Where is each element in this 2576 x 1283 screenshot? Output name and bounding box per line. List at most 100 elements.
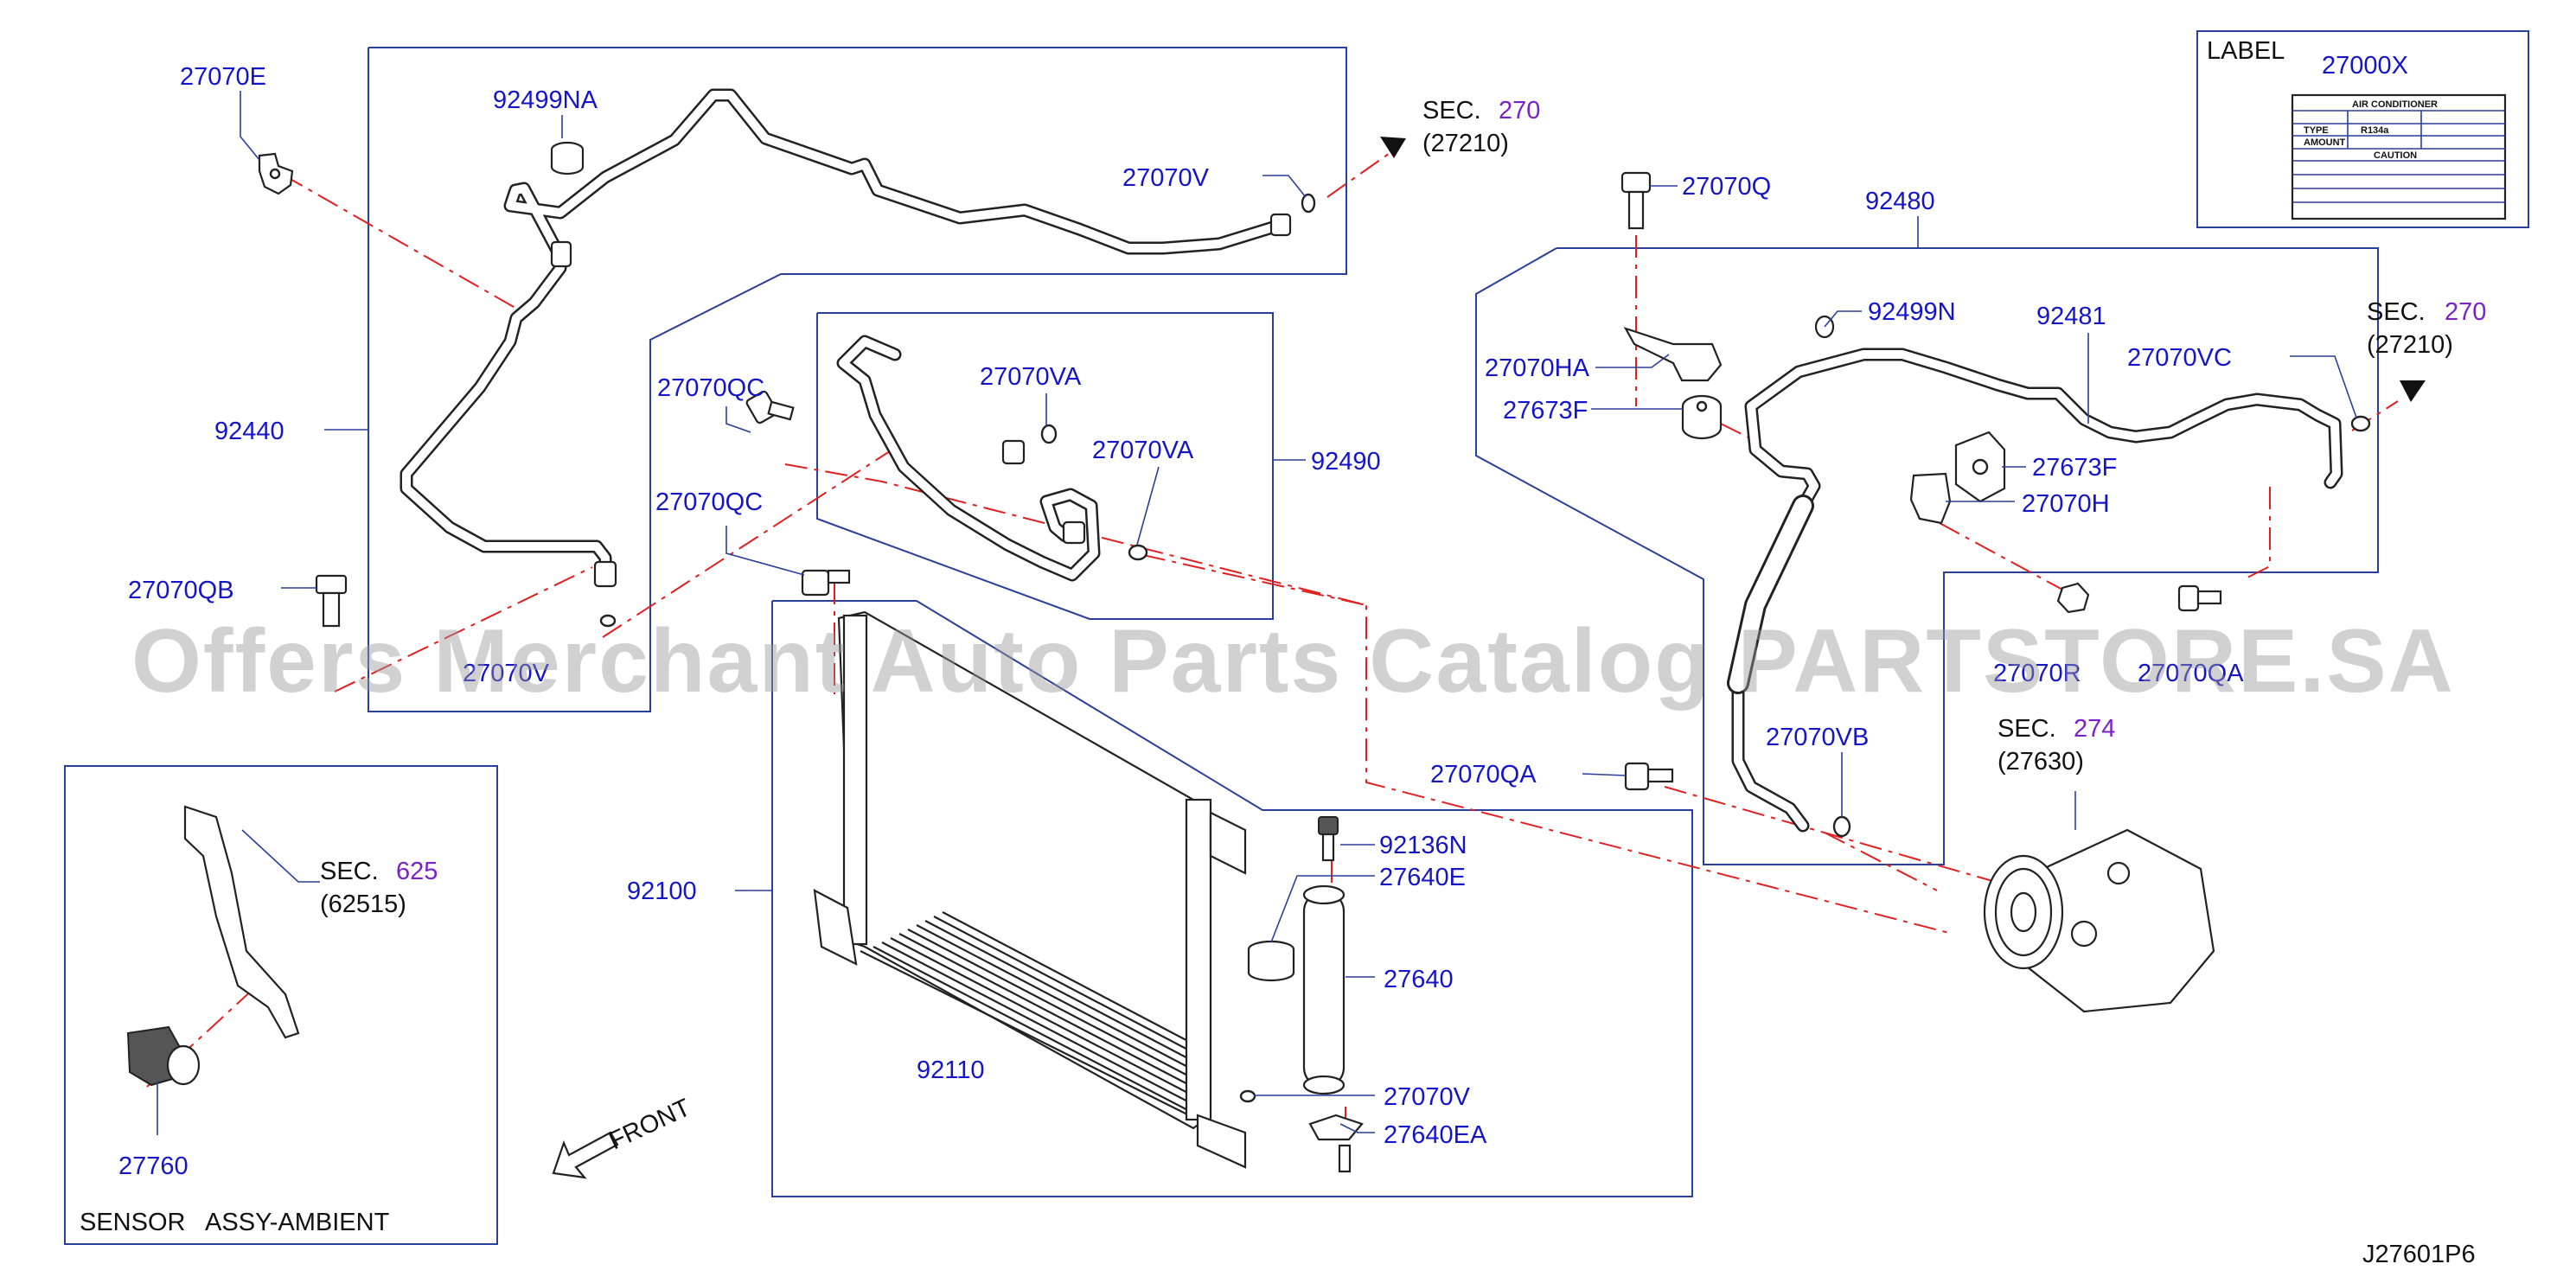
leader-line xyxy=(2290,355,2357,418)
part-label: 27070H xyxy=(2022,490,2110,518)
part-label: 92110 xyxy=(917,1056,985,1084)
part-label: 27673F xyxy=(1503,397,1588,424)
sticker-type: TYPE xyxy=(2304,125,2329,136)
part-label: 27070Q xyxy=(1682,173,1771,201)
part-label: 92481 xyxy=(2036,303,2106,330)
front-label: FRONT xyxy=(604,1094,694,1155)
guide-line xyxy=(1664,786,2011,887)
part-label: 27070QA xyxy=(1430,761,1537,788)
leader-line xyxy=(241,829,320,883)
part-label: 27070VB xyxy=(1766,724,1869,751)
sec-number: 270 xyxy=(1499,97,1540,124)
sticker-amount: AMOUNT xyxy=(2304,137,2346,148)
guide-line xyxy=(1326,150,1393,198)
cap-92499na xyxy=(550,141,585,176)
part-label: 92490 xyxy=(1311,448,1381,476)
bracket-27640ea xyxy=(1308,1114,1364,1173)
label-frame xyxy=(2196,30,2529,228)
part-label: 92480 xyxy=(1865,188,1935,215)
sec-number: 270 xyxy=(2445,298,2486,326)
sec-number: 625 xyxy=(396,858,438,885)
discharge-hose xyxy=(836,335,1101,582)
bolt-27070qc-2 xyxy=(801,569,851,597)
part-label: 92440 xyxy=(214,418,284,445)
ambient-sensor-27760 xyxy=(126,1025,201,1087)
leader-line xyxy=(240,91,260,161)
part-label: 27070VC xyxy=(2127,344,2232,372)
leader-line xyxy=(1262,175,1307,198)
guide-line xyxy=(2243,487,2271,580)
guide-line xyxy=(146,986,256,1088)
bolt-27070qa-right xyxy=(2177,584,2222,612)
sensor-bracket xyxy=(183,805,300,1039)
sec-ref: (62515) xyxy=(320,890,406,918)
discharge-hose-frame xyxy=(816,312,1274,620)
clamp-27070h xyxy=(1909,472,1952,525)
watermark: Offers Merchant Auto Parts Catalog PARTS… xyxy=(131,611,2455,712)
o-ring-va1 xyxy=(1040,424,1058,444)
pipe-clip-27070e xyxy=(258,152,294,195)
o-ring-va2 xyxy=(1128,544,1148,561)
leader-line xyxy=(1270,875,1375,943)
part-label: 27070QC xyxy=(657,374,764,402)
ac-label-sticker: AIR CONDITIONER TYPE AMOUNT R134a CAUTIO… xyxy=(2291,93,2507,220)
bolt-27070qa xyxy=(1624,762,1674,791)
sec-ref: (27210) xyxy=(2367,331,2453,359)
bolt-27070qc-1 xyxy=(745,390,795,424)
sec-label: SEC. xyxy=(1998,715,2056,743)
nut-27070r xyxy=(2056,582,2090,614)
guide-line xyxy=(784,463,1950,934)
part-label: 27640E xyxy=(1379,864,1466,891)
part-label: 92136N xyxy=(1379,832,1467,859)
high-pressure-pipe xyxy=(1727,348,2343,833)
part-label: 92100 xyxy=(627,878,697,905)
part-label: 27070V xyxy=(1384,1083,1471,1111)
o-ring-bottom xyxy=(1239,1089,1256,1103)
leader-line xyxy=(1136,466,1160,546)
leader-line xyxy=(1595,354,1670,368)
guide-line xyxy=(282,174,527,315)
sec-label: SEC. xyxy=(2367,298,2426,326)
part-label: 27070QC xyxy=(655,488,763,516)
o-ring-left xyxy=(599,614,617,628)
pressure-switch-92136n xyxy=(1318,816,1339,862)
part-label: 27070V xyxy=(1122,164,1210,192)
part-label: 27640EA xyxy=(1384,1121,1487,1149)
guide-line xyxy=(602,447,896,638)
part-label: 27070VA xyxy=(1092,437,1194,464)
sensor-caption: SENSOR ASSY-AMBIENT xyxy=(80,1209,390,1236)
part-label: 27760 xyxy=(118,1152,189,1180)
bolt-27070qb xyxy=(315,574,348,628)
part-label: 27070HA xyxy=(1485,354,1590,382)
grommet-27673f-1 xyxy=(1681,394,1723,440)
o-ring-vc xyxy=(2350,415,2371,432)
part-label: 92499N xyxy=(1868,298,1956,326)
leader-line xyxy=(1824,310,1862,328)
sticker-refrigerant: R134a xyxy=(2361,125,2389,136)
guide-line xyxy=(1939,522,2076,597)
arrow-icon-sec270-right xyxy=(2400,380,2426,402)
label-box-title: LABEL xyxy=(2207,37,2285,65)
leader-line xyxy=(725,406,751,433)
arrow-icon-sec270-top xyxy=(1380,137,1406,158)
grommet-27673f-2 xyxy=(1954,431,2006,503)
sensor-frame xyxy=(64,765,498,1245)
sticker-caution: CAUTION xyxy=(2374,150,2417,161)
part-label: 27673F xyxy=(2032,454,2117,482)
sec-ref: (27630) xyxy=(1998,748,2084,776)
high-pipe-frame xyxy=(1475,247,2379,865)
part-label: 27640 xyxy=(1384,966,1454,993)
bolt-27070q xyxy=(1620,171,1652,230)
compressor-27630 xyxy=(1983,828,2215,1013)
guide-line xyxy=(334,566,593,693)
part-label: 27070VA xyxy=(980,363,1082,391)
leader-line xyxy=(1339,1123,1375,1133)
suction-hose-frame xyxy=(368,47,1347,712)
condenser-frame xyxy=(771,600,1693,1197)
sec-ref: (27210) xyxy=(1422,130,1509,157)
o-ring-vb xyxy=(1832,815,1851,838)
label-box-part: 27000X xyxy=(2322,52,2408,80)
leader-line xyxy=(725,526,805,576)
part-label: 27070R xyxy=(1993,660,2081,687)
